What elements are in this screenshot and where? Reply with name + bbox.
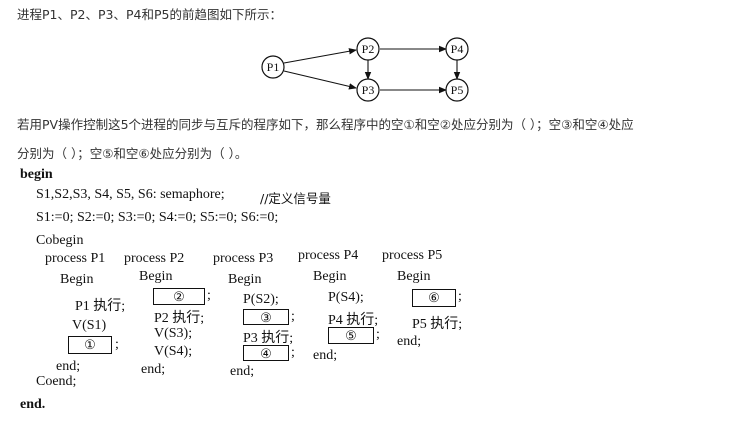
edge-p1-p2 xyxy=(283,48,357,64)
code-end: end. xyxy=(20,397,46,412)
p5-slot-semicolon: ; xyxy=(458,289,462,304)
code-coend: Coend; xyxy=(36,374,77,389)
blank-slot-2: ② xyxy=(153,288,205,305)
p2-line-3: V(S4); xyxy=(154,344,193,359)
node-p4 xyxy=(445,37,469,61)
p2-slot-semicolon: ; xyxy=(207,288,211,303)
blank-slot-1: ① xyxy=(68,336,112,354)
p4-line-2: P4 执行; xyxy=(328,313,379,328)
p2-line-1: P2 执行; xyxy=(154,311,205,326)
p1-begin: Begin xyxy=(60,272,94,287)
node-label-p4: P4 xyxy=(451,42,464,56)
p1-line-1: P1 执行; xyxy=(75,299,126,314)
p3-begin: Begin xyxy=(228,272,262,287)
code-decl-comment: //定义信号量 xyxy=(260,191,331,206)
p3-slot2-semicolon: ; xyxy=(291,345,295,360)
p3-slot1-semicolon: ; xyxy=(291,309,295,324)
p1-slot-semicolon: ; xyxy=(115,337,119,352)
question-line-1: 若用PV操作控制这5个进程的同步与互斥的程序如下，那么程序中的空①和空②处应分别… xyxy=(17,117,634,132)
node-p3 xyxy=(356,78,380,102)
code-init: S1:=0; S2:=0; S3:=0; S4:=0; S5:=0; S6:=0… xyxy=(36,210,279,225)
p2-end: end; xyxy=(141,362,166,377)
p1-end: end; xyxy=(56,359,81,374)
code-begin: begin xyxy=(20,167,53,182)
node-p2 xyxy=(356,37,380,61)
node-label-p1: P1 xyxy=(267,60,280,74)
code-cobegin: Cobegin xyxy=(36,233,84,248)
blank-slot-5: ⑤ xyxy=(328,327,374,344)
precedence-graph: P1 P2 P3 P4 P5 xyxy=(261,37,469,102)
p4-slot-semicolon: ; xyxy=(376,327,380,342)
p4-header: process P4 xyxy=(298,248,359,263)
p2-header: process P2 xyxy=(124,251,185,266)
p3-line-2: P3 执行; xyxy=(243,331,294,346)
p3-line-1: P(S2); xyxy=(243,292,279,307)
p5-line-1: P5 执行; xyxy=(412,317,463,332)
p5-end: end; xyxy=(397,334,422,349)
p4-end: end; xyxy=(313,348,338,363)
p3-end: end; xyxy=(230,364,255,379)
node-p5 xyxy=(445,78,469,102)
p2-begin: Begin xyxy=(139,269,173,284)
p5-begin: Begin xyxy=(397,269,431,284)
p2-line-2: V(S3); xyxy=(154,326,193,341)
blank-slot-4: ④ xyxy=(243,345,289,361)
p1-header: process P1 xyxy=(45,251,106,266)
blank-slot-6: ⑥ xyxy=(412,289,456,307)
blank-slot-3: ③ xyxy=(243,309,289,325)
edge-p1-p3 xyxy=(283,70,357,90)
question-intro: 进程P1、P2、P3、P4和P5的前趋图如下所示： xyxy=(17,7,282,22)
p4-begin: Begin xyxy=(313,269,347,284)
node-label-p3: P3 xyxy=(362,83,375,97)
node-label-p2: P2 xyxy=(362,42,375,56)
p3-header: process P3 xyxy=(213,251,274,266)
p4-line-1: P(S4); xyxy=(328,290,364,305)
question-line-2: 分别为（ ）；空⑤和空⑥处应分别为（ ）。 xyxy=(17,146,248,161)
node-label-p5: P5 xyxy=(451,83,464,97)
node-p1 xyxy=(261,55,285,79)
p1-line-2: V(S1) xyxy=(72,318,107,333)
p5-header: process P5 xyxy=(382,248,443,263)
code-decl: S1,S2,S3, S4, S5, S6: semaphore; xyxy=(36,187,225,202)
